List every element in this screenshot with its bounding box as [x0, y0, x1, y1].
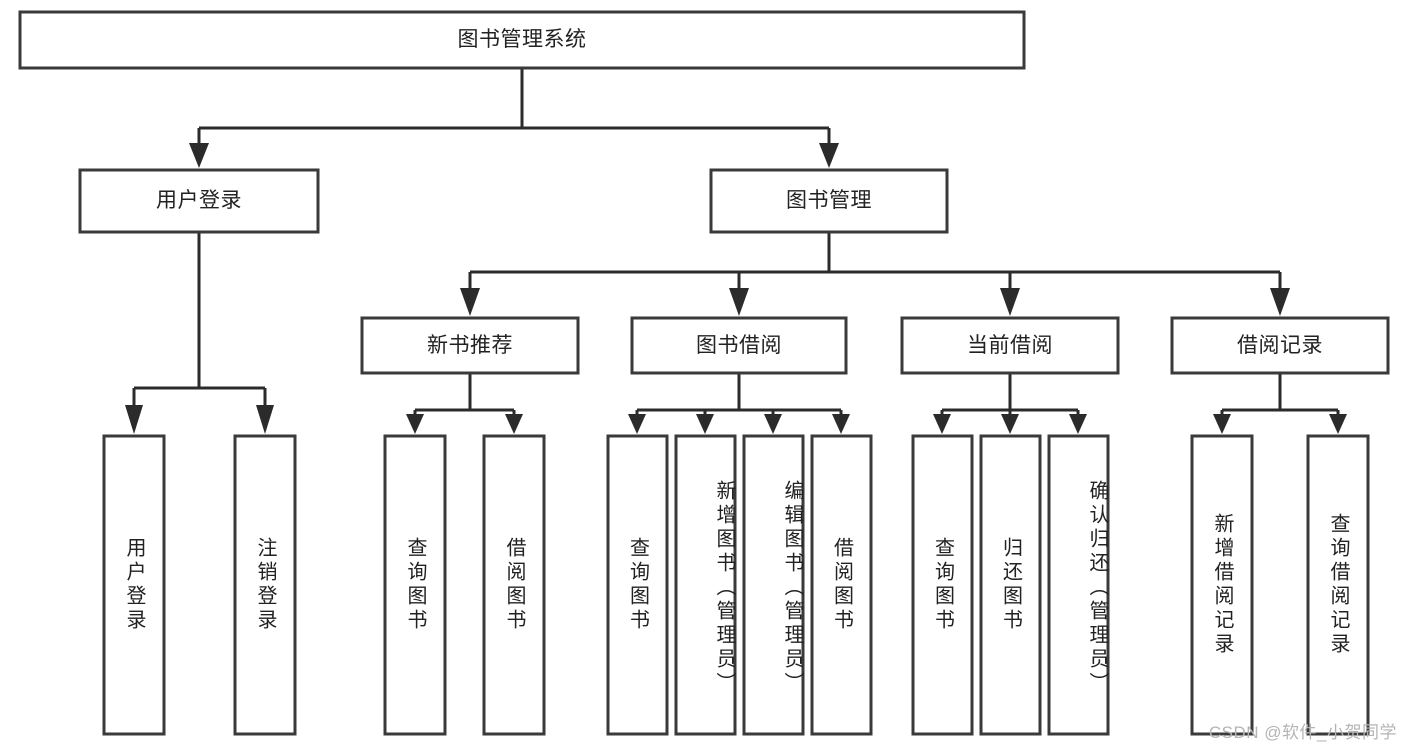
node-box-user-login[interactable]	[78, 168, 320, 234]
node-box-leaf-new-book-1[interactable]	[383, 434, 447, 736]
arrow-bookborrow-leaf-2-icon	[696, 414, 714, 434]
node-box-leaf-user-login-1[interactable]	[102, 434, 166, 736]
connectors-root-to-level2	[189, 68, 839, 168]
connectors-currentborrow-to-leaves	[933, 373, 1087, 434]
node-box-root[interactable]	[18, 10, 1026, 70]
node-box-book-management[interactable]	[709, 168, 949, 234]
connectors-borrowrecord-to-leaves	[1213, 373, 1347, 434]
arrow-current-borrow-icon	[1000, 288, 1020, 316]
node-box-leaf-current-1[interactable]	[911, 434, 974, 736]
node-box-borrow-record[interactable]	[1170, 316, 1390, 375]
connectors-bookborrow-to-leaves	[628, 373, 850, 434]
node-box-leaf-current-3[interactable]	[1047, 434, 1110, 736]
arrow-borrowrecord-leaf-2-icon	[1329, 414, 1347, 434]
connectors-bookmgmt-to-level3	[460, 232, 1290, 316]
node-box-new-book-rec[interactable]	[360, 316, 580, 375]
node-box-leaf-borrow-1[interactable]	[606, 434, 669, 736]
arrow-borrow-record-icon	[1270, 288, 1290, 316]
arrow-currentborrow-leaf-2-icon	[1001, 414, 1019, 434]
connectors-newbook-to-leaves	[406, 373, 523, 434]
arrow-bookborrow-leaf-4-icon	[832, 414, 850, 434]
node-box-leaf-borrow-4[interactable]	[810, 434, 873, 736]
arrow-userlogin-child-1-icon	[125, 405, 143, 434]
node-box-leaf-borrow-3[interactable]	[742, 434, 805, 736]
arrow-bookborrow-leaf-1-icon	[628, 414, 646, 434]
node-box-leaf-user-login-2[interactable]	[233, 434, 297, 736]
arrow-newbook-leaf-2-icon	[505, 414, 523, 434]
arrow-currentborrow-leaf-1-icon	[933, 414, 951, 434]
node-box-leaf-current-2[interactable]	[979, 434, 1042, 736]
node-box-leaf-record-1[interactable]	[1190, 434, 1254, 736]
node-box-book-borrow[interactable]	[630, 316, 848, 375]
arrow-borrowrecord-leaf-1-icon	[1213, 414, 1231, 434]
arrow-new-book-icon	[460, 288, 480, 316]
node-box-leaf-new-book-2[interactable]	[482, 434, 546, 736]
node-box-leaf-borrow-2[interactable]	[674, 434, 737, 736]
arrow-to-book-mgmt-icon	[819, 143, 839, 168]
arrow-bookborrow-leaf-3-icon	[764, 414, 782, 434]
arrow-userlogin-child-2-icon	[256, 405, 274, 434]
arrow-currentborrow-leaf-3-icon	[1069, 414, 1087, 434]
connectors-userlogin-to-children	[125, 232, 274, 434]
arrow-book-borrow-icon	[729, 288, 749, 316]
node-box-leaf-record-2[interactable]	[1306, 434, 1370, 736]
node-box-current-borrow[interactable]	[900, 316, 1120, 375]
arrow-to-user-login-icon	[189, 143, 209, 168]
arrow-newbook-leaf-1-icon	[406, 414, 424, 434]
